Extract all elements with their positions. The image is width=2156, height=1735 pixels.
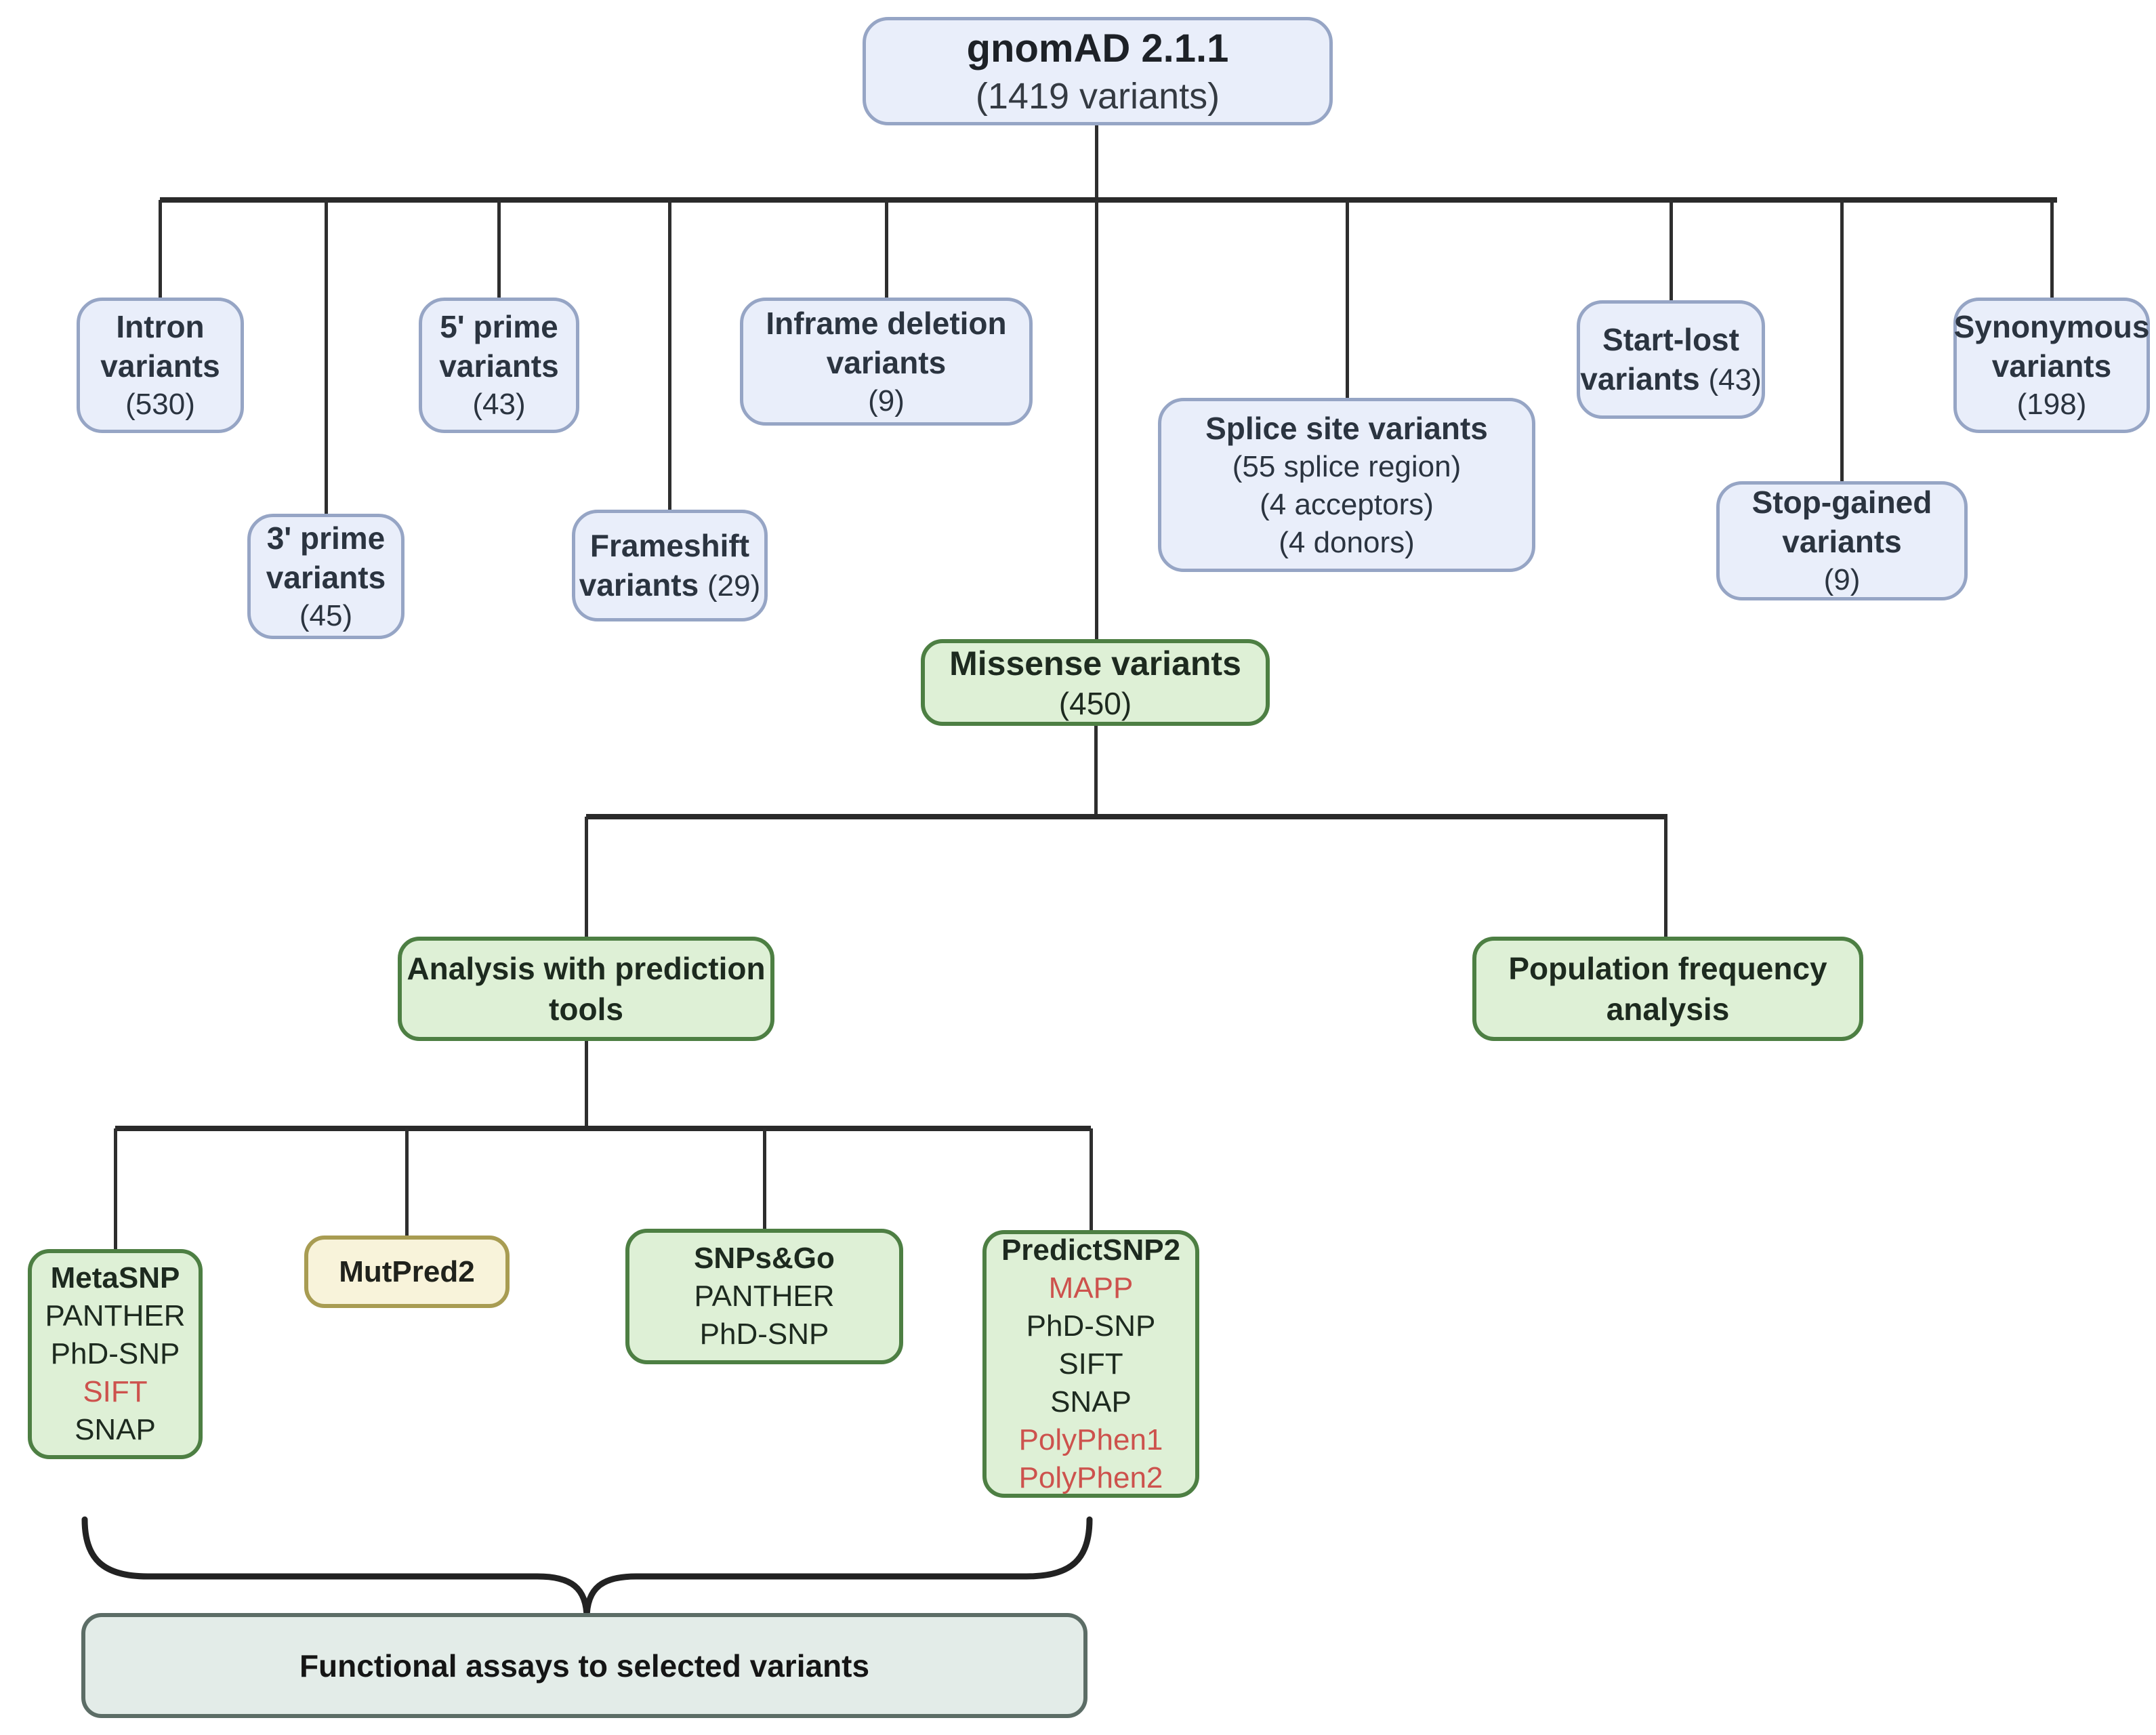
connector-drop-splice [1346, 200, 1349, 399]
population-branch-line1: Population frequency [1508, 951, 1827, 986]
synonymous-count: (198) [2016, 388, 2087, 421]
five-prime-line1: 5' prime [440, 309, 558, 344]
connector-drop-prediction [585, 817, 588, 937]
connector-drop-stop-gained [1840, 200, 1844, 483]
connector-drop-inframe [885, 200, 888, 299]
predictsnp2-item-polyphen2: PolyPhen2 [1018, 1461, 1163, 1494]
metasnp-item-snap: SNAP [75, 1413, 156, 1446]
node-population-frequency-branch: Population frequency analysis [1472, 937, 1863, 1041]
mutpred2-title: MutPred2 [339, 1254, 475, 1288]
start-lost-line2-label: variants [1580, 361, 1700, 396]
splice-acceptors-count: (4 acceptors) [1260, 487, 1434, 521]
connector-root-down [1095, 124, 1098, 201]
intron-line2: variants [100, 348, 220, 384]
node-tool-mutpred2: MutPred2 [304, 1236, 510, 1308]
metasnp-item-panther: PANTHER [45, 1299, 186, 1332]
connector-drop-snpsgo [763, 1128, 766, 1230]
node-frameshift-variants: Frameshift variants (29) [572, 510, 768, 621]
functional-assays-label: Functional assays to selected variants [299, 1648, 870, 1683]
prediction-branch-line2: tools [549, 992, 623, 1027]
predictsnp2-item-polyphen1: PolyPhen1 [1018, 1423, 1163, 1456]
inframe-count: (9) [868, 384, 905, 417]
predictsnp2-item-snap: SNAP [1050, 1385, 1132, 1418]
predictsnp2-item-mapp: MAPP [1048, 1271, 1134, 1305]
splice-region-count: (55 splice region) [1232, 449, 1461, 483]
node-tool-metasnp: MetaSNP PANTHER PhD-SNP SIFT SNAP [28, 1249, 203, 1459]
gnomad-title: gnomAD 2.1.1 [966, 26, 1229, 70]
prediction-branch-line1: Analysis with prediction [407, 951, 766, 986]
node-functional-assays: Functional assays to selected variants [81, 1613, 1087, 1718]
node-synonymous-variants: Synonymous variants (198) [1953, 298, 2150, 433]
connector-drop-missense [1095, 200, 1098, 640]
node-splice-site-variants: Splice site variants (55 splice region) … [1158, 398, 1535, 572]
connector-level3-horizontal [115, 1126, 1091, 1131]
stop-gained-line1: Stop-gained [1751, 485, 1932, 520]
connector-missense-down [1094, 726, 1098, 818]
stop-gained-count: (9) [1823, 563, 1861, 596]
frameshift-line2-label: variants [579, 567, 699, 603]
snpsgo-item-phdsnp: PhD-SNP [699, 1318, 829, 1351]
metasnp-item-sift: SIFT [83, 1375, 148, 1408]
splice-donors-count: (4 donors) [1279, 525, 1415, 559]
node-tool-predictsnp2: PredictSNP2 MAPP PhD-SNP SIFT SNAP PolyP… [982, 1230, 1199, 1498]
start-lost-count: (43) [1708, 363, 1762, 396]
stop-gained-line2: variants [1782, 524, 1902, 559]
node-start-lost-variants: Start-lost variants (43) [1577, 300, 1765, 419]
connector-drop-synonymous [2050, 200, 2054, 299]
inframe-line1: Inframe deletion [766, 305, 1007, 341]
five-prime-line2: variants [439, 348, 559, 384]
frameshift-line1: Frameshift [589, 528, 750, 563]
connector-drop-three-prime [325, 200, 328, 515]
synonymous-line2: variants [1991, 348, 2112, 384]
connector-drop-frameshift [668, 200, 671, 511]
predictsnp2-item-sift: SIFT [1058, 1347, 1123, 1381]
node-inframe-deletion-variants: Inframe deletion variants (9) [740, 298, 1033, 426]
predictsnp2-item-phdsnp: PhD-SNP [1026, 1309, 1156, 1343]
snpsgo-title: SNPs&Go [694, 1242, 835, 1275]
synonymous-line1: Synonymous [1953, 309, 2150, 344]
node-prediction-tools-branch: Analysis with prediction tools [398, 937, 774, 1041]
metasnp-item-phdsnp: PhD-SNP [50, 1337, 180, 1370]
start-lost-line1: Start-lost [1602, 322, 1739, 357]
connector-level2-horizontal [586, 814, 1667, 819]
connector-drop-intron [159, 200, 162, 299]
intron-count: (530) [125, 388, 195, 421]
connector-drop-metasnp [114, 1128, 117, 1250]
predictsnp2-title: PredictSNP2 [1001, 1233, 1181, 1267]
node-missense-variants: Missense variants (450) [921, 639, 1270, 726]
connector-prediction-down [585, 1040, 588, 1130]
snpsgo-item-panther: PANTHER [694, 1280, 835, 1313]
five-prime-count: (43) [472, 388, 526, 421]
inframe-line2: variants [826, 344, 947, 380]
frameshift-line2: variants (29) [579, 565, 760, 605]
node-five-prime-variants: 5' prime variants (43) [419, 298, 579, 433]
three-prime-line1: 3' prime [266, 520, 386, 556]
missense-count: (450) [1058, 686, 1132, 721]
connector-drop-mutpred2 [405, 1128, 409, 1237]
start-lost-line2: variants (43) [1580, 359, 1761, 399]
connector-drop-start-lost [1670, 200, 1673, 302]
connector-drop-predictsnp2 [1090, 1128, 1093, 1231]
three-prime-line2: variants [266, 559, 386, 595]
node-tool-snpsgo: SNPs&Go PANTHER PhD-SNP [625, 1229, 903, 1364]
gnomad-count: (1419 variants) [975, 76, 1220, 117]
metasnp-title: MetaSNP [50, 1261, 180, 1294]
connector-drop-five-prime [497, 200, 501, 299]
connector-level1-horizontal [160, 197, 2057, 203]
node-stop-gained-variants: Stop-gained variants (9) [1716, 481, 1968, 600]
node-gnomad-root: gnomAD 2.1.1 (1419 variants) [863, 17, 1333, 125]
intron-line1: Intron [116, 309, 205, 344]
frameshift-count: (29) [707, 569, 761, 603]
node-three-prime-variants: 3' prime variants (45) [247, 514, 405, 639]
missense-title: Missense variants [949, 645, 1241, 682]
splice-title: Splice site variants [1205, 410, 1488, 446]
population-branch-line2: analysis [1606, 992, 1730, 1027]
three-prime-count: (45) [299, 598, 353, 632]
connector-drop-population [1664, 817, 1667, 937]
node-intron-variants: Intron variants (530) [77, 298, 244, 433]
